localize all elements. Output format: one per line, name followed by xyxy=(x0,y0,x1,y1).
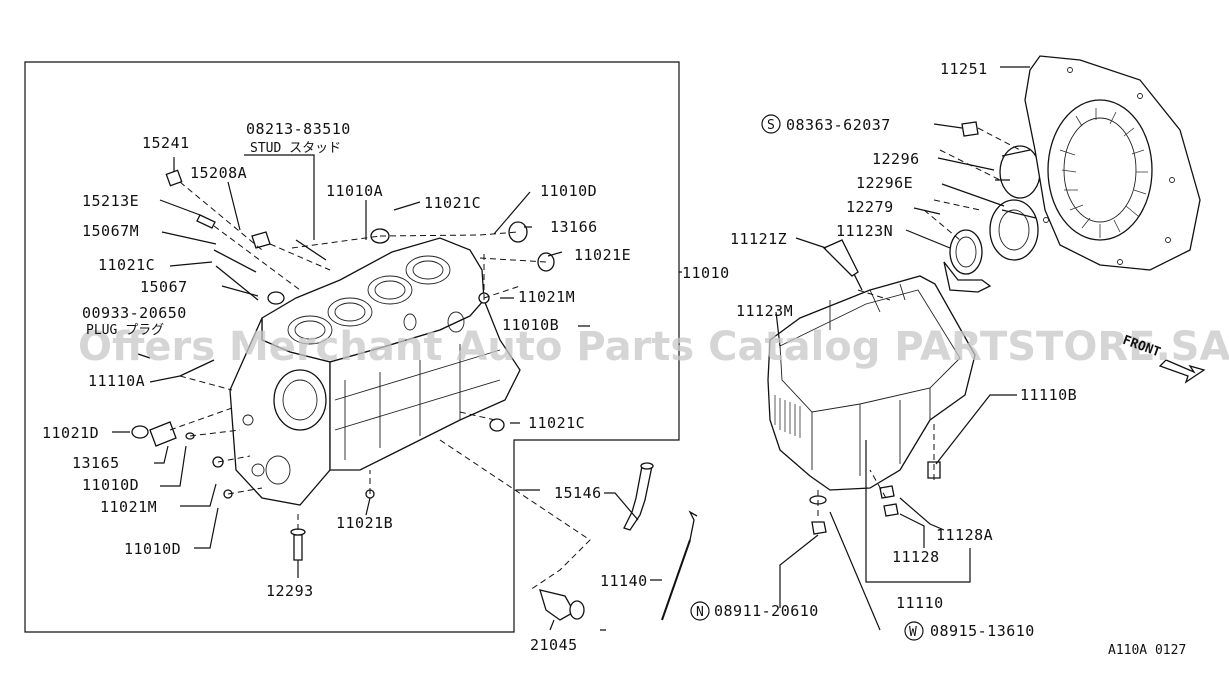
label-11110b[interactable]: 11110B xyxy=(1020,386,1077,404)
label-11110a[interactable]: 11110A xyxy=(88,372,145,390)
label-11251[interactable]: 11251 xyxy=(940,60,988,78)
label-11123m[interactable]: 11123M xyxy=(736,302,793,320)
label-11010d-top[interactable]: 11010D xyxy=(540,182,597,200)
label-11021c-top[interactable]: 11021C xyxy=(424,194,481,212)
label-11121z[interactable]: 11121Z xyxy=(730,230,787,248)
label-11140[interactable]: 11140 xyxy=(600,572,648,590)
dipstick-tube[interactable] xyxy=(623,462,654,531)
label-08213-83510[interactable]: 08213-83510 xyxy=(246,120,351,138)
callout-s: S xyxy=(767,118,775,133)
label-11010b[interactable]: 11010B xyxy=(502,316,559,334)
oil-pan[interactable] xyxy=(767,275,976,491)
oil-pump-pickup[interactable] xyxy=(539,589,585,621)
label-21045[interactable]: 21045 xyxy=(530,636,578,654)
rear-oil-seal[interactable] xyxy=(943,145,1041,293)
label-08911-20610[interactable]: 08911-20610 xyxy=(714,602,819,620)
label-15208a[interactable]: 15208A xyxy=(190,164,247,182)
label-11021c-left[interactable]: 11021C xyxy=(98,256,155,274)
callout-w-circle xyxy=(904,621,924,641)
watermark: Offers Merchant Auto Parts Catalog PARTS… xyxy=(78,324,1229,370)
label-11021e[interactable]: 11021E xyxy=(574,246,631,264)
rear-plate[interactable] xyxy=(1024,55,1201,271)
drain-plug-hardware[interactable] xyxy=(809,461,941,535)
label-11010d-mid[interactable]: 11010D xyxy=(82,476,139,494)
block-small-parts[interactable] xyxy=(131,169,555,561)
label-15067m[interactable]: 15067M xyxy=(82,222,139,240)
callout-n-circle xyxy=(690,601,710,621)
label-11128[interactable]: 11128 xyxy=(892,548,940,566)
front-arrow-icon xyxy=(1158,359,1206,384)
label-11021b[interactable]: 11021B xyxy=(336,514,393,532)
label-15241[interactable]: 15241 xyxy=(142,134,190,152)
label-11021c-mid[interactable]: 11021C xyxy=(528,414,585,432)
label-15067[interactable]: 15067 xyxy=(140,278,188,296)
label-11128a[interactable]: 11128A xyxy=(936,526,993,544)
label-12296[interactable]: 12296 xyxy=(872,150,920,168)
label-11123n[interactable]: 11123N xyxy=(836,222,893,240)
label-13166[interactable]: 13166 xyxy=(550,218,598,236)
label-stud: STUD スタッド xyxy=(250,141,341,156)
label-plug: PLUG プラグ xyxy=(86,323,164,338)
label-13165[interactable]: 13165 xyxy=(72,454,120,472)
label-11110[interactable]: 11110 xyxy=(896,594,944,612)
sealant-tube[interactable] xyxy=(822,239,863,291)
block-group-frame xyxy=(24,61,680,633)
label-15213e[interactable]: 15213E xyxy=(82,192,139,210)
dipstick[interactable] xyxy=(661,510,698,621)
callout-n: N xyxy=(696,605,704,620)
cylinder-block[interactable] xyxy=(229,237,521,506)
label-12279[interactable]: 12279 xyxy=(846,198,894,216)
label-11021m-top[interactable]: 11021M xyxy=(518,288,575,306)
label-08915-13610[interactable]: 08915-13610 xyxy=(930,622,1035,640)
label-08363-62037[interactable]: 08363-62037 xyxy=(786,116,891,134)
label-11010d-low[interactable]: 11010D xyxy=(124,540,181,558)
callout-w: W xyxy=(909,625,917,640)
label-11010[interactable]: 11010 xyxy=(682,264,730,282)
diagram-id: A110A 0127 xyxy=(1108,643,1186,658)
label-12293[interactable]: 12293 xyxy=(266,582,314,600)
label-15146[interactable]: 15146 xyxy=(554,484,602,502)
bolt-08363[interactable] xyxy=(961,121,979,137)
label-00933-20650[interactable]: 00933-20650 xyxy=(82,304,187,322)
label-11010a[interactable]: 11010A xyxy=(326,182,383,200)
label-11021d[interactable]: 11021D xyxy=(42,424,99,442)
label-12296e[interactable]: 12296E xyxy=(856,174,913,192)
callout-s-circle xyxy=(761,114,781,134)
label-11021m-low[interactable]: 11021M xyxy=(100,498,157,516)
